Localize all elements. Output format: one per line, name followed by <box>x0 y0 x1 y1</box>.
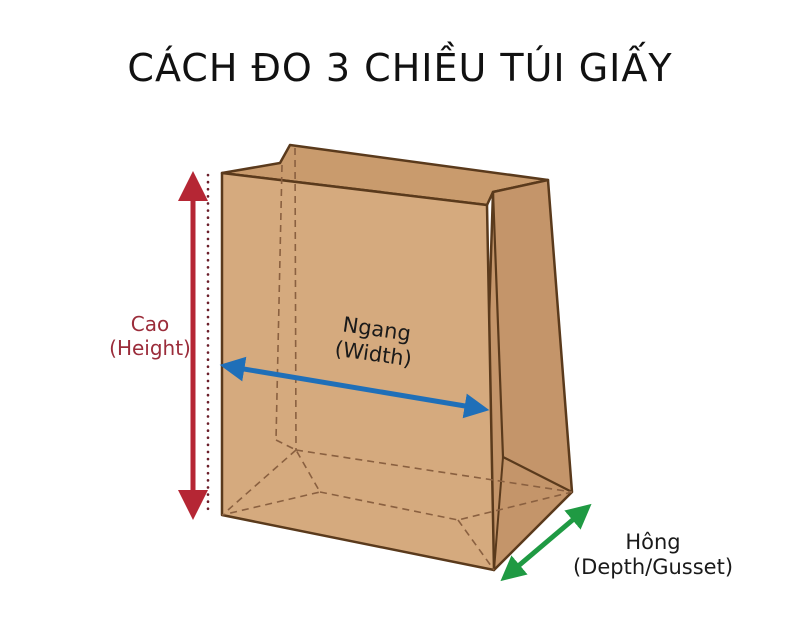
page-title: CÁCH ĐO 3 CHIỀU TÚI GIẤY <box>127 46 673 90</box>
depth-label: Hông (Depth/Gusset) <box>548 530 758 580</box>
depth-arrow-icon <box>500 503 592 582</box>
width-arrow-icon <box>219 356 490 419</box>
bag-side-panel <box>484 178 574 572</box>
height-dimension <box>178 171 210 520</box>
height-label: Cao (Height) <box>100 312 200 360</box>
width-dimension <box>219 356 490 419</box>
height-label-vi: Cao <box>130 312 170 336</box>
depth-dimension <box>500 503 592 582</box>
height-label-en: (Height) <box>109 336 191 360</box>
depth-label-vi: Hông <box>625 530 681 554</box>
depth-label-en: (Depth/Gusset) <box>572 555 734 580</box>
